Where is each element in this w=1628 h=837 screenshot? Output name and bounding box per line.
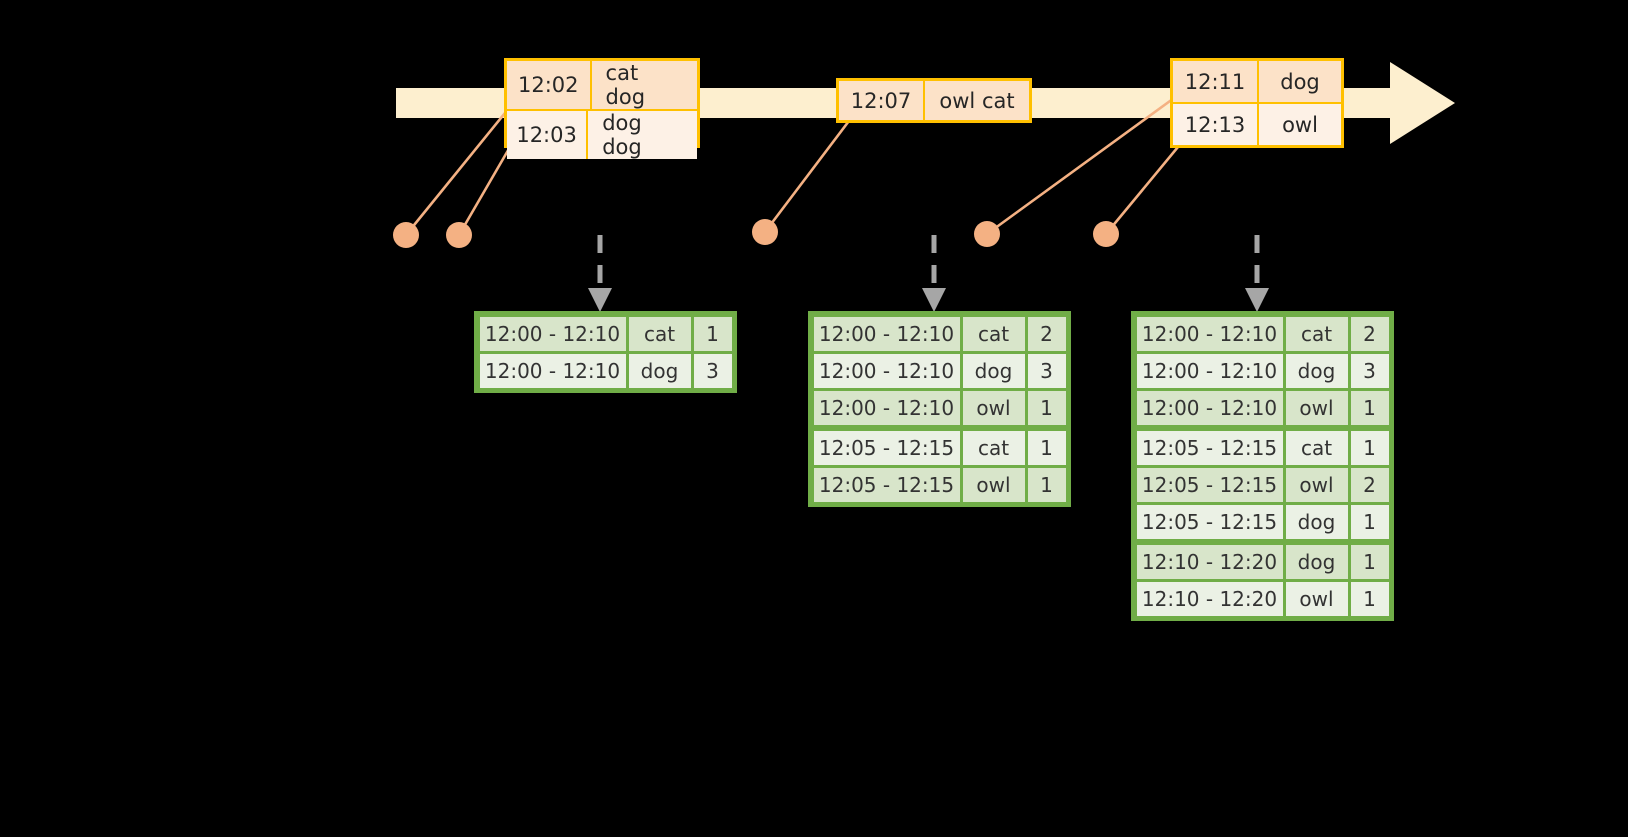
event-group-2[interactable]: 12:07 owl cat xyxy=(836,78,1032,123)
cell-count: 1 xyxy=(1350,430,1389,465)
cell-window: 12:00 - 12:10 xyxy=(813,316,960,351)
trigger-arrows xyxy=(588,235,1269,312)
cell-word: cat xyxy=(962,316,1025,351)
event-time: 12:02 xyxy=(507,61,592,109)
cell-window: 12:05 - 12:15 xyxy=(1136,467,1283,502)
cell-word: owl xyxy=(962,390,1025,425)
cell-count: 1 xyxy=(1350,544,1389,579)
cell-count: 3 xyxy=(1350,353,1389,388)
connector-dots xyxy=(393,219,1119,248)
event-words: cat dog xyxy=(605,61,646,109)
cell-window: 12:05 - 12:15 xyxy=(813,467,960,502)
cell-count: 1 xyxy=(1027,430,1066,465)
cell-word: owl xyxy=(962,467,1025,502)
cell-word: dog xyxy=(1285,544,1348,579)
cell-count: 2 xyxy=(1350,316,1389,351)
cell-word: dog xyxy=(628,353,691,388)
event-words: dog xyxy=(1280,69,1320,94)
cell-count: 2 xyxy=(1350,467,1389,502)
dot-12-11 xyxy=(974,221,1000,247)
cell-window: 12:00 - 12:10 xyxy=(1136,316,1283,351)
event-group-3[interactable]: 12:11 dog 12:13 owl xyxy=(1170,58,1344,148)
cell-window: 12:00 - 12:10 xyxy=(813,390,960,425)
cell-count: 2 xyxy=(1027,316,1066,351)
cell-count: 1 xyxy=(1027,390,1066,425)
event-row[interactable]: 12:03 dog dog xyxy=(507,109,697,159)
cell-count: 1 xyxy=(693,316,732,351)
trigger-arrow-2 xyxy=(922,235,946,312)
cell-count: 1 xyxy=(1350,504,1389,539)
event-row[interactable]: 12:07 owl cat xyxy=(839,81,1029,120)
event-time: 12:03 xyxy=(507,111,589,159)
cell-word: owl xyxy=(1285,467,1348,502)
cell-word: cat xyxy=(1285,316,1348,351)
cell-window: 12:00 - 12:10 xyxy=(1136,353,1283,388)
cell-window: 12:05 - 12:15 xyxy=(1136,504,1283,539)
cell-window: 12:00 - 12:10 xyxy=(813,353,960,388)
dot-12-13 xyxy=(1093,221,1119,247)
cell-window: 12:00 - 12:10 xyxy=(1136,390,1283,425)
event-row[interactable]: 12:02 cat dog xyxy=(507,61,697,109)
cell-count: 1 xyxy=(1350,581,1389,616)
dot-12-02 xyxy=(393,222,419,248)
event-words: owl cat xyxy=(939,88,1015,113)
event-words: dog dog xyxy=(602,111,642,159)
cell-window: 12:00 - 12:10 xyxy=(479,316,626,351)
dot-12-07 xyxy=(752,219,778,245)
event-group-1[interactable]: 12:02 cat dog 12:03 dog dog xyxy=(504,58,700,159)
event-time: 12:13 xyxy=(1173,104,1259,145)
cell-word: owl xyxy=(1285,581,1348,616)
cell-word: cat xyxy=(1285,430,1348,465)
cell-word: dog xyxy=(962,353,1025,388)
event-time: 12:11 xyxy=(1173,61,1259,102)
cell-count: 3 xyxy=(1027,353,1066,388)
cell-window: 12:10 - 12:20 xyxy=(1136,581,1283,616)
connector-12-07 xyxy=(763,104,863,233)
event-time: 12:07 xyxy=(839,81,925,120)
cell-window: 12:05 - 12:15 xyxy=(813,430,960,465)
cell-word: owl xyxy=(1285,390,1348,425)
cell-word: cat xyxy=(628,316,691,351)
cell-word: dog xyxy=(1285,353,1348,388)
cell-count: 3 xyxy=(693,353,732,388)
event-words: owl xyxy=(1282,112,1318,137)
cell-window: 12:05 - 12:15 xyxy=(1136,430,1283,465)
cell-count: 1 xyxy=(1027,467,1066,502)
trigger-arrow-3 xyxy=(1245,235,1269,312)
cell-window: 12:10 - 12:20 xyxy=(1136,544,1283,579)
cell-count: 1 xyxy=(1350,390,1389,425)
cell-word: cat xyxy=(962,430,1025,465)
cell-window: 12:00 - 12:10 xyxy=(479,353,626,388)
cell-word: dog xyxy=(1285,504,1348,539)
trigger-arrow-1 xyxy=(588,235,612,312)
dot-12-03 xyxy=(446,222,472,248)
event-row[interactable]: 12:11 dog xyxy=(1173,61,1341,102)
event-row[interactable]: 12:13 owl xyxy=(1173,102,1341,145)
